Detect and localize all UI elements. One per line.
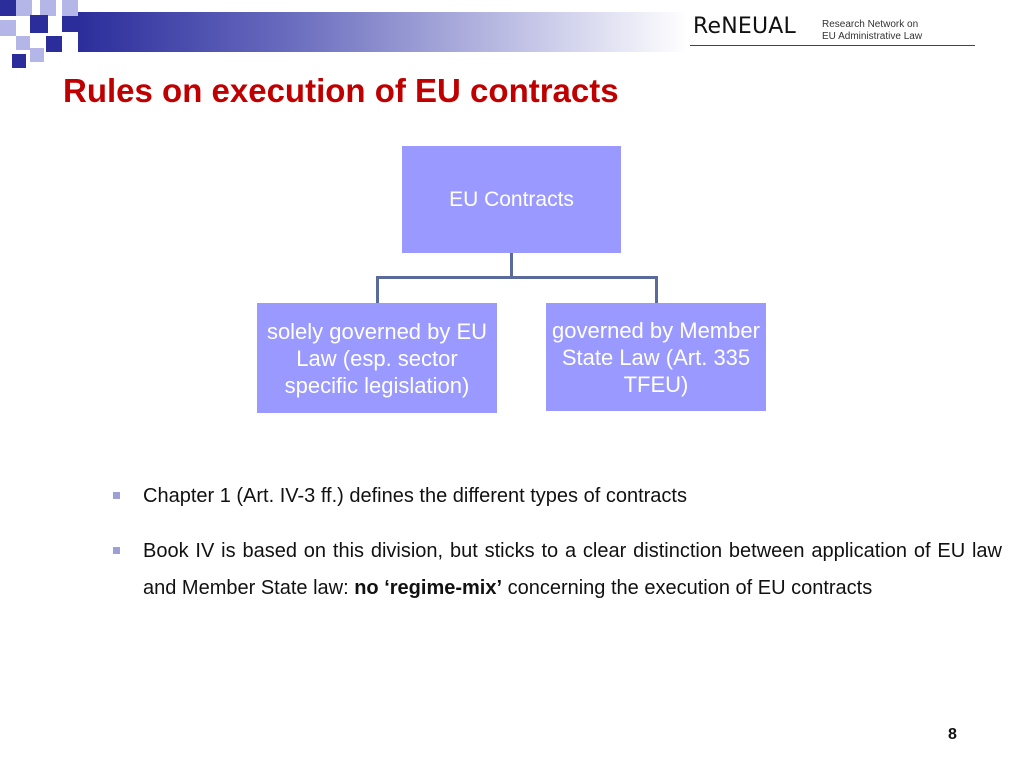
decor-square — [30, 48, 44, 62]
decor-square — [46, 36, 62, 52]
bullet-text: Chapter 1 (Art. IV-3 ff.) defines the di… — [143, 485, 687, 507]
logo-subtitle-line1: Research Network on — [822, 19, 919, 30]
diagram-node-member-state-law: governed by Member State Law (Art. 335 T… — [546, 303, 766, 411]
decor-square — [62, 16, 78, 32]
logo-reneual: ReNEUAL — [693, 14, 796, 39]
bullet-marker-icon — [113, 547, 120, 554]
decor-square — [30, 15, 48, 33]
bullet-item: Chapter 1 (Art. IV-3 ff.) defines the di… — [110, 478, 1002, 515]
decor-square — [0, 20, 16, 36]
decor-square — [16, 0, 32, 16]
bullet-text-end: concerning the execution of EU contracts — [502, 577, 873, 599]
connector-right-drop — [655, 276, 658, 303]
bullet-marker-icon — [113, 492, 120, 499]
page-number: 8 — [948, 726, 957, 743]
header-gradient-band — [78, 12, 688, 52]
bullet-text: Book IV is based on this division, but s… — [143, 540, 1002, 599]
logo-underline — [690, 45, 975, 46]
decor-square — [16, 36, 30, 50]
decor-square — [0, 0, 16, 16]
connector-left-drop — [376, 276, 379, 303]
decor-square — [40, 0, 56, 16]
connector-horizontal — [376, 276, 658, 279]
logo-subtitle-line2: EU Administrative Law — [822, 31, 923, 42]
diagram-node-eu-law: solely governed by EU Law (esp. sector s… — [257, 303, 497, 413]
slide-title: Rules on execution of EU contracts — [63, 72, 619, 109]
logo-subtitle: Research Network on EU Administrative La… — [822, 19, 922, 43]
diagram-node-eu-contracts: EU Contracts — [402, 146, 621, 253]
connector-root-stem — [510, 253, 513, 277]
bullet-list: Chapter 1 (Art. IV-3 ff.) defines the di… — [110, 478, 1002, 625]
bullet-emphasis: no ‘regime-mix’ — [354, 577, 503, 599]
decor-square — [62, 0, 78, 16]
decor-square — [12, 54, 26, 68]
bullet-item: Book IV is based on this division, but s… — [110, 533, 1002, 607]
